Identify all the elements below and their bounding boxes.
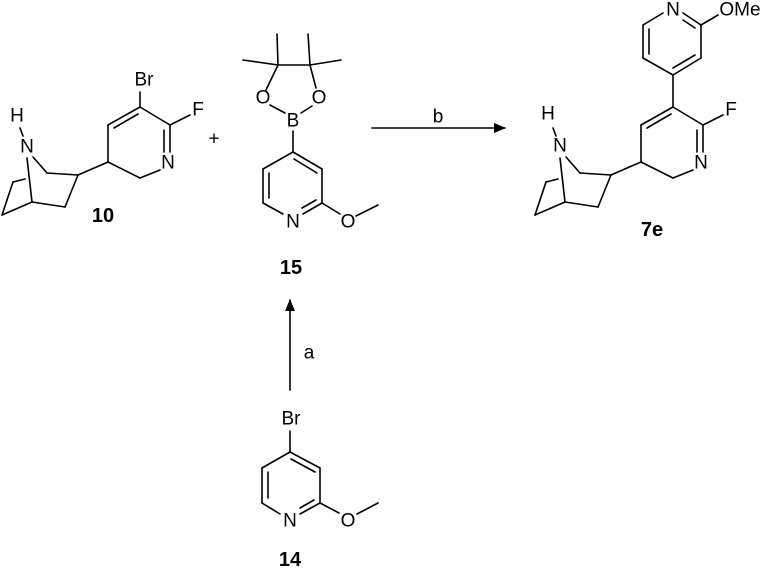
compound-label: 14 [279, 549, 302, 571]
atom-o: O [341, 212, 356, 233]
methoxypyridine-ring [642, 12, 719, 76]
atom-n: N [553, 136, 567, 157]
atom-n: N [161, 153, 175, 174]
atom-h: H [541, 104, 555, 125]
pinacol-boronate [242, 33, 342, 153]
compound-label: 7e [641, 219, 663, 241]
azabicycle [534, 127, 642, 216]
atom-n: N [286, 212, 300, 233]
atom-n: N [694, 153, 708, 174]
atom-h: H [10, 106, 24, 127]
arrow-label-a: a [304, 343, 315, 364]
atom-n: N [283, 511, 297, 532]
atom-br: Br [135, 70, 155, 91]
fluoropyridine-ring [640, 74, 724, 179]
compound-label: 15 [280, 257, 302, 279]
compound-7e: H N F N N OMe 7e [534, 0, 761, 241]
atom-br: Br [282, 409, 302, 430]
atom-n: N [666, 0, 680, 21]
compound-10: H N Br F N 10 [1, 70, 204, 227]
atom-o: O [256, 88, 271, 109]
pyridine-ring [261, 430, 379, 515]
pyridine-ring [107, 91, 191, 179]
arrow-label-b: b [433, 107, 444, 128]
compound-15: O O B N O 15 [242, 33, 379, 279]
atom-ome: OMe [719, 0, 760, 21]
compound-label: 10 [92, 205, 114, 227]
atom-b: B [287, 111, 300, 132]
plus-sign: + [208, 129, 219, 150]
reaction-arrow-a: a [285, 299, 315, 391]
atom-o: O [312, 88, 327, 109]
reaction-arrow-b: b [371, 107, 506, 133]
atom-f: F [192, 100, 204, 121]
atom-n: N [20, 137, 34, 158]
atom-o: O [341, 511, 356, 532]
compound-14: Br N O 14 [261, 409, 379, 571]
azabicycle [1, 127, 109, 216]
atom-f: F [725, 100, 737, 121]
pyridine-ring [262, 151, 379, 217]
